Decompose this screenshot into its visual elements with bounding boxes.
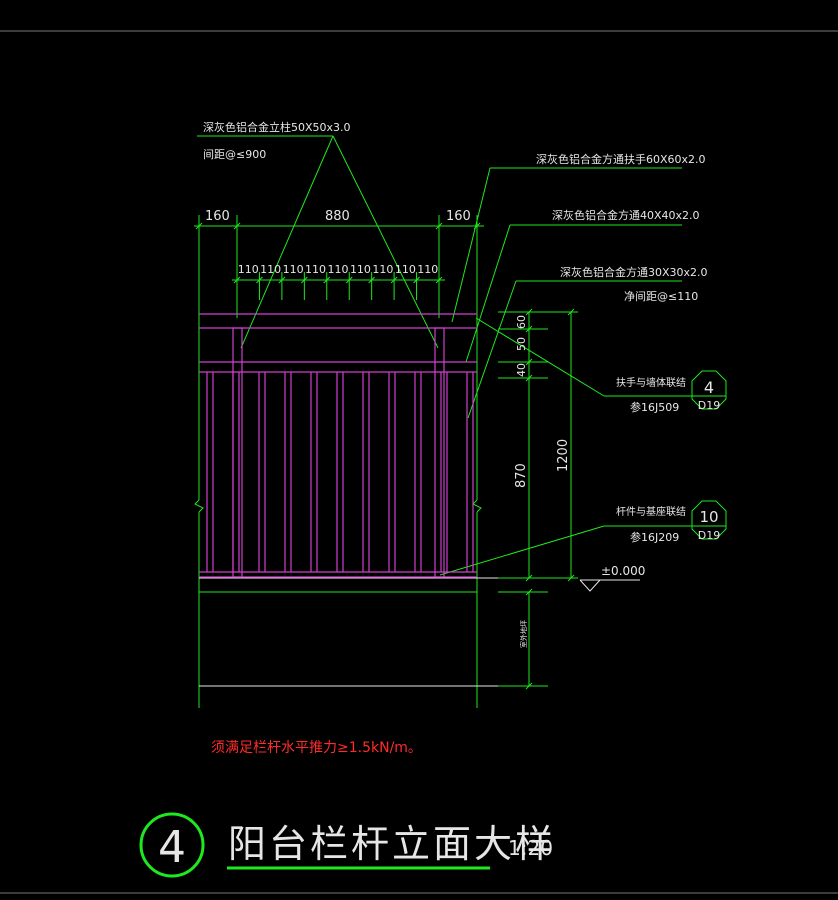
- side-dimension-lines: [498, 308, 578, 690]
- baluster-dim-label: 110: [260, 263, 281, 276]
- baluster-dim-label: 110: [417, 263, 438, 276]
- dim-60: 60: [515, 315, 528, 329]
- ref2-sheet: D19: [698, 529, 720, 542]
- ref1-sheet: D19: [698, 399, 720, 412]
- baluster-dim-label: 110: [395, 263, 416, 276]
- top-dimension-lines: [194, 215, 484, 318]
- baluster-dim-ticks: [233, 272, 443, 300]
- title-name: 阳台栏杆立面大样: [228, 822, 556, 866]
- dim-50: 50: [515, 337, 528, 351]
- dim-below: 室外地坪: [519, 620, 528, 648]
- ref1-atlas: 参16J509: [630, 400, 679, 414]
- post-label: 深灰色铝合金立柱50X50x3.0: [203, 120, 351, 134]
- ref2-number: 10: [699, 508, 718, 526]
- ref2-title: 杆件与基座联结: [616, 505, 686, 518]
- ref1-symbol: [691, 370, 727, 410]
- rail-40-label: 深灰色铝合金方通40X40x2.0: [552, 208, 700, 222]
- railing: [199, 313, 477, 578]
- baluster-dim-label: 110: [305, 263, 326, 276]
- post-spacing-label: 间距@≤900: [203, 148, 266, 161]
- net-spacing-label: 净间距@≤110: [624, 289, 698, 303]
- title-scale: 1:20: [508, 836, 553, 860]
- post-left: [232, 327, 243, 578]
- elevation-label: ±0.000: [601, 564, 645, 578]
- dim-40: 40: [515, 363, 528, 377]
- dim-870: 870: [514, 463, 529, 488]
- rail-30-label: 深灰色铝合金方通30X30x2.0: [560, 265, 708, 279]
- load-note: 须满足栏杆水平推力≥1.5kN/m。: [211, 740, 422, 756]
- balusters: [206, 372, 474, 572]
- ref1-title: 扶手与墙体联结: [616, 376, 686, 389]
- dim-160-right: 160: [446, 209, 471, 224]
- dim-1200: 1200: [556, 439, 571, 472]
- baluster-dim-label: 110: [283, 263, 304, 276]
- dim-160-left: 160: [205, 209, 230, 224]
- ref2-symbol: [691, 500, 727, 540]
- baluster-dim-label: 110: [372, 263, 393, 276]
- wall-lines: [194, 312, 482, 708]
- baluster-dim-label: 110: [350, 263, 371, 276]
- ref1-number: 4: [704, 378, 714, 397]
- title-number-circle: [139, 812, 205, 878]
- leader-lines: [197, 135, 692, 576]
- dim-880: 880: [325, 209, 350, 224]
- post-right: [434, 327, 445, 578]
- ref2-atlas: 参16J209: [630, 530, 679, 544]
- baluster-dim-label: 110: [238, 263, 259, 276]
- handrail-label: 深灰色铝合金方通扶手60X60x2.0: [536, 152, 706, 166]
- elevation-marker: [579, 579, 640, 592]
- title-number: 4: [158, 822, 186, 873]
- baluster-dim-label: 110: [328, 263, 349, 276]
